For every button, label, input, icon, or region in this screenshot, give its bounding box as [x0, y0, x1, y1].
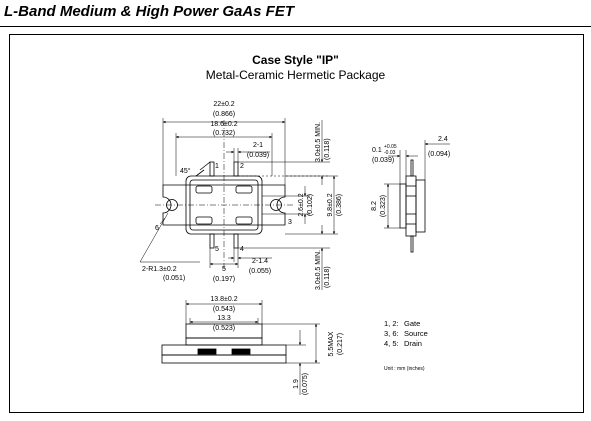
- dim-3-0-bottom: 3.0±0.5 MIN.: [315, 250, 322, 290]
- case-style-subtitle: Metal-Ceramic Hermetic Package: [205, 68, 386, 82]
- dim-1-9-inch: (0.075): [302, 373, 309, 395]
- lead-4: [233, 233, 239, 249]
- dim-3-0-bottom-inch: (0.118): [324, 266, 331, 288]
- dim-0-1-tol-lo: -0.03: [384, 150, 396, 156]
- dim-2-4: 2.4: [438, 136, 448, 143]
- dim-3-0-top: 3.0±0.5 MIN.: [315, 122, 322, 162]
- dim-8-2: 8.2: [371, 201, 378, 211]
- dim-2-1-4-inch: (0.055): [249, 268, 271, 275]
- dim-2-4-inch: (0.094): [428, 151, 450, 158]
- pin-label-2: 2: [240, 163, 244, 170]
- dim-5: 5: [222, 266, 226, 273]
- dim-22: 22±0.2: [213, 101, 234, 108]
- side-view: [399, 159, 426, 253]
- drawing-frame: [9, 34, 584, 413]
- dim-2-1-inch: (0.039): [247, 152, 269, 159]
- page-title: L-Band Medium & High Power GaAs FET: [4, 3, 295, 20]
- dim-r1-3-inch: (0.051): [163, 275, 185, 282]
- dim-0-1-tol-hi: +0.05: [384, 144, 397, 150]
- dim-13-3: 13.3: [217, 315, 231, 322]
- title-rule: [0, 26, 591, 27]
- dim-9-8-inch: (0.386): [336, 194, 343, 216]
- legend-gate-name: Gate: [404, 319, 420, 328]
- legend-drain-name: Drain: [404, 339, 422, 348]
- legend-drain-pins: 4, 5:: [384, 339, 399, 348]
- legend-gate-pins: 1, 2:: [384, 319, 399, 328]
- dim-3-0-top-inch: (0.118): [324, 138, 331, 160]
- dim-5-5-inch: (0.217): [337, 333, 344, 355]
- dim-2-6: 2.6±0.2: [298, 193, 305, 216]
- lead-2: [233, 161, 239, 177]
- pin-label-6: 6: [155, 225, 159, 232]
- dim-9-8: 9.8±0.2: [327, 193, 334, 216]
- dim-22-inch: (0.866): [213, 111, 235, 118]
- dim-0-1-inch: (0.039): [372, 157, 394, 164]
- dim-2-1: 2-1: [253, 142, 263, 149]
- lead-1: [209, 161, 215, 177]
- dim-2-1-4: 2-1.4: [252, 258, 268, 265]
- unit-note: Unit : mm (inches): [384, 366, 425, 372]
- front-view: [161, 323, 287, 364]
- legend-source-name: Source: [404, 329, 428, 338]
- dim-13-8: 13.8±0.2: [210, 296, 237, 303]
- dim-1-9: 1.9: [293, 379, 300, 389]
- legend-source-pins: 3, 6:: [384, 329, 399, 338]
- dim-r1-3: 2-R1.3±0.2: [142, 266, 177, 273]
- dim-8-2-inch: (0.323): [380, 195, 387, 217]
- lead-5: [209, 233, 215, 249]
- dim-0-1: 0.1: [372, 147, 382, 154]
- pin-label-1: 1: [215, 163, 219, 170]
- case-style-title: Case Style "IP": [252, 53, 339, 67]
- dim-13-8-inch: (0.543): [213, 306, 235, 313]
- dim-2-6-inch: (0.102): [307, 194, 314, 216]
- dim-18-6: 18.6±0.2: [210, 121, 237, 128]
- dim-13-3-inch: (0.523): [213, 325, 235, 332]
- angle-45: 45°: [180, 167, 191, 175]
- dim-18-6-inch: (0.732): [213, 130, 235, 137]
- top-view: [155, 120, 293, 270]
- pin-label-5: 5: [215, 246, 219, 253]
- dim-5-inch: (0.197): [213, 276, 235, 283]
- dim-5-5: 5.5MAX: [328, 331, 335, 356]
- pin-legend: 1, 2: Gate 3, 6: Source 4, 5: Drain Unit…: [384, 319, 428, 372]
- pin-label-4: 4: [240, 246, 244, 253]
- pin-label-3: 3: [288, 219, 292, 226]
